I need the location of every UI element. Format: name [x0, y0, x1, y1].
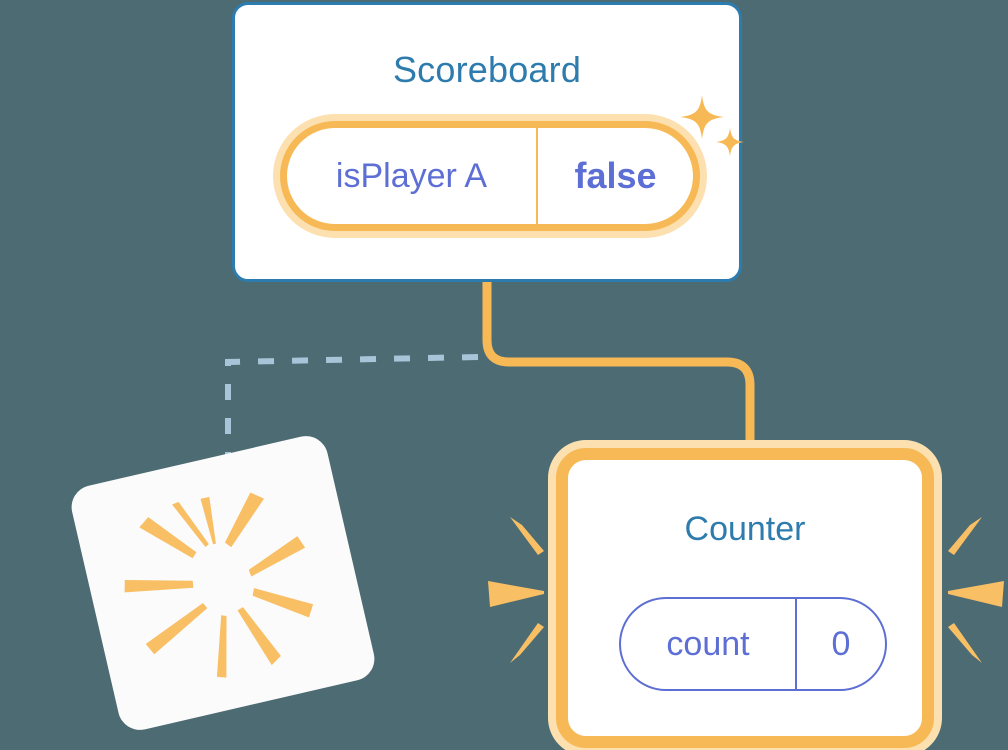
counter-burst-left-icon: [488, 517, 544, 663]
burst-ray: [224, 492, 265, 548]
burst-ray: [488, 581, 544, 607]
ghost-burst-icon: [124, 492, 314, 678]
scoreboard-state-key: isPlayer A: [287, 128, 538, 224]
burst-ray: [172, 501, 209, 548]
burst-ray: [248, 536, 306, 577]
solid-connector-path: [482, 280, 755, 462]
scoreboard-card[interactable]: Scoreboard isPlayer A false: [232, 2, 742, 282]
burst-ray: [510, 517, 544, 555]
counter-burst-right-icon: [948, 517, 1004, 663]
ghost-card[interactable]: [67, 431, 379, 735]
counter-card[interactable]: Counter count 0: [556, 448, 934, 748]
sparkle-large-icon: [680, 95, 724, 139]
burst-ray: [145, 603, 208, 655]
burst-ray: [252, 588, 314, 618]
counter-state-key: count: [621, 599, 797, 689]
burst-ray: [139, 517, 197, 559]
counter-state-value: 0: [831, 624, 851, 663]
burst-ray: [510, 623, 544, 663]
counter-state-pill[interactable]: count 0: [619, 597, 887, 691]
counter-title: Counter: [684, 510, 806, 548]
scoreboard-state-value: false: [574, 155, 657, 196]
burst-ray: [124, 580, 194, 593]
burst-ray: [216, 615, 227, 678]
sparkle-group-icon: [680, 95, 744, 156]
burst-ray: [948, 623, 982, 663]
scoreboard-title: Scoreboard: [392, 49, 582, 90]
burst-ray: [237, 607, 281, 666]
burst-ray: [948, 517, 982, 555]
burst-ray: [200, 496, 216, 545]
burst-ray: [948, 581, 1004, 607]
sparkle-small-icon: [716, 128, 744, 156]
scoreboard-state-pill[interactable]: isPlayer A false: [280, 121, 700, 231]
